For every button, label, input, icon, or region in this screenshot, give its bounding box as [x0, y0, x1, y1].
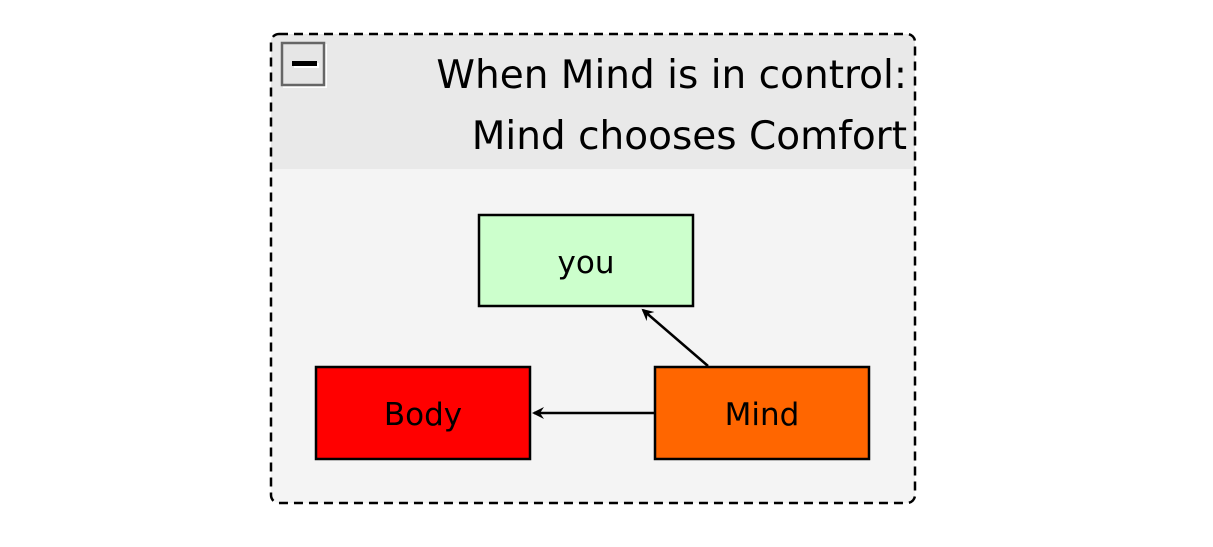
group-border	[269, 32, 917, 505]
node-body[interactable]: Body	[314, 365, 532, 461]
collapse-button[interactable]	[280, 41, 327, 88]
node-you-label: you	[558, 245, 615, 281]
group-title-line1: When Mind is in control:	[436, 53, 907, 98]
node-body-label: Body	[384, 397, 462, 433]
edge-mind-to-you	[641, 308, 709, 367]
group-title-line2: Mind chooses Comfort	[472, 114, 907, 159]
node-mind-label: Mind	[725, 397, 800, 433]
node-mind[interactable]: Mind	[653, 365, 871, 461]
group-header	[271, 34, 915, 169]
node-you[interactable]: you	[477, 213, 695, 308]
